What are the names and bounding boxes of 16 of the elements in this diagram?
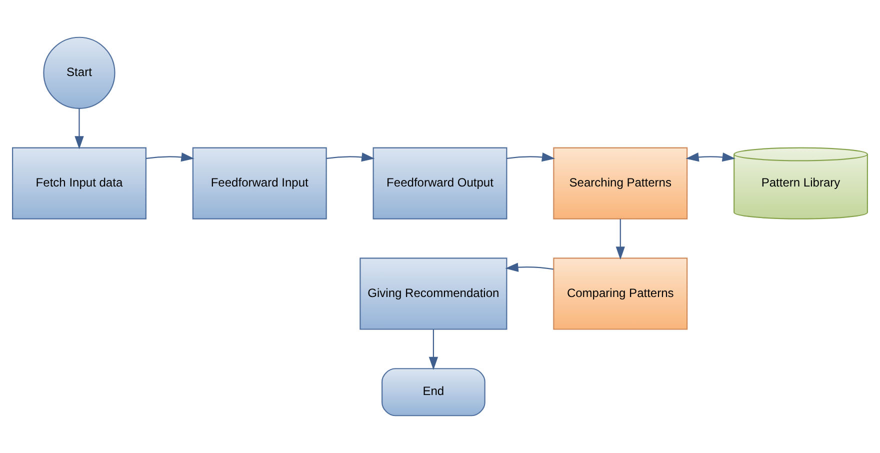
node-box: End xyxy=(382,368,486,416)
arrow xyxy=(326,152,375,162)
node-box: Comparing Patterns xyxy=(553,258,688,330)
arrow xyxy=(506,152,556,162)
node-box: Searching Patterns xyxy=(553,147,688,220)
node-box: Feedforward Input xyxy=(192,147,327,220)
arrow xyxy=(428,330,438,370)
node-box: Feedforward Output xyxy=(372,147,508,220)
arrow xyxy=(686,152,736,162)
node-box: Fetch Input data xyxy=(12,147,146,220)
arrow xyxy=(505,262,554,272)
arrow xyxy=(74,108,84,150)
node-box: Giving Recommendation xyxy=(360,258,508,330)
arrow xyxy=(146,152,194,162)
node-circle: Start xyxy=(43,36,116,109)
arrow xyxy=(616,218,625,260)
